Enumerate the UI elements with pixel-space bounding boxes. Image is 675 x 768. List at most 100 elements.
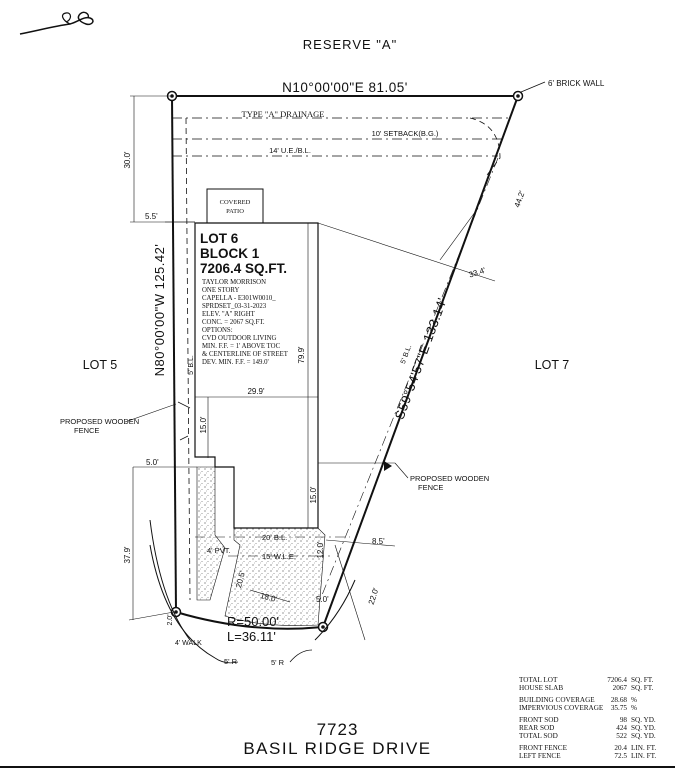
stats-label: FRONT SOD [519,716,559,725]
lot-detail-line: MIN. F.F. = 1' ABOVE TOC [202,343,281,350]
fence-right-label-2: FENCE [418,483,443,492]
dim-12-0: 12.0' [316,541,325,559]
stats-label: LEFT FENCE [519,751,561,760]
stats-unit: LIN. FT. [631,744,657,753]
stats-row: TOTAL SOD 522 SQ. YD. [519,731,669,741]
pvt-label: 4' PVT. [207,546,231,555]
property-boundary [171,95,519,630]
fence-arrow-right [384,461,392,471]
dim-15-0-left: 15.0' [199,416,208,434]
lot-detail-line: CONC. = 2067 SQ.FT. [202,319,265,326]
reserve-label: RESERVE "A" [303,37,397,52]
stats-row: TOTAL LOT 7206.4 SQ. FT. [519,676,669,685]
lot-detail-line: CVD OUTDOOR LIVING [202,335,276,342]
north-bearing-label: N10°00'00"E 81.05' [282,80,408,95]
street-number: 7723 [316,720,359,739]
stats-label: REAR SOD [519,723,555,732]
fence-left-label-1: PROPOSED WOODEN [60,417,139,426]
west-bearing-label: N80°00'00"W 125.42' [152,244,167,377]
lot-detail-line: OPTIONS: [202,327,233,334]
lot-detail-line: SPRDSET_03-31-2023 [202,303,267,310]
block-label: BLOCK 1 [200,246,260,261]
stats-value: 7206.4 [607,676,627,684]
driveway [224,527,326,626]
area-label: 7206.4 SQ.FT. [200,261,287,276]
stats-label: TOTAL LOT [519,676,558,684]
lot-details: TAYLOR MORRISON ONE STORY CAPELLA - E301… [202,279,289,366]
dim-37-9: 37.9' [123,546,132,564]
wle-label: 15' W.L.E. [262,552,296,561]
covered-patio-label-2: PATIO [226,208,244,215]
lot-7-label: LOT 7 [535,358,570,372]
drainage-label: TYPE "A" DRAINAGE [242,109,325,119]
stats-unit: SQ. YD. [631,723,656,732]
stats-value: 424 [616,723,627,732]
walk-label: 4' WALK [175,640,202,647]
fence-right-label-1: PROPOSED WOODEN [410,474,489,483]
lot-detail-line: ELEV. "A" RIGHT [202,311,256,318]
stats-unit: SQ. FT. [631,676,654,684]
dim-29-9: 29.9' [247,387,265,396]
lot-detail-line: DEV. MIN. F.F. = 149.0' [202,359,269,366]
fence-left-label-2: FENCE [74,426,99,435]
dim-2-0: 2.0' [167,614,174,625]
covered-patio-label-1: COVERED [220,199,251,206]
dim-79-9: 79.9' [297,346,306,364]
stats-label: BUILDING COVERAGE [519,696,595,705]
lot-5-label: LOT 5 [83,358,118,372]
street-name: BASIL RIDGE DRIVE [243,739,432,758]
lot-detail-line: & CENTERLINE OF STREET [202,351,289,358]
north-arrow-ornament [19,11,94,35]
brick-wall-label: 6' BRICK WALL [548,79,605,88]
stats-label: TOTAL SOD [519,731,558,740]
lot-detail-line: ONE STORY [202,287,240,294]
stats-value: 72.5 [614,751,627,760]
lot-detail-line: TAYLOR MORRISON [202,279,266,286]
lot-detail-line: CAPELLA - E301W0010_ [202,295,276,302]
stats-value: 522 [616,731,627,740]
radius-5-left: 5' R [224,657,238,666]
stats-value: 2067 [612,683,627,692]
dim-44-2: 44.2' [512,189,526,209]
stats-value: 98 [619,716,627,725]
dim-22-0: 22.0' [367,586,381,605]
dim-15-0-right: 15.0' [309,486,318,504]
stats-row: BUILDING COVERAGE 28.68% [519,697,669,705]
stats-value: 35.75 [610,703,627,712]
curve-length-label: L=36.11' [227,629,276,644]
dim-18-0: 18.0' [259,591,278,604]
stats-unit: SQ. FT. [631,683,654,692]
radius-5-right: 5' R [271,658,285,667]
bottom-border [0,766,675,768]
stats-row: HOUSE SLAB 2067 SQ. FT. [519,683,669,693]
fence-ticks-left [177,401,191,441]
stats-unit: SQ. YD. [631,731,656,740]
dim-30-0: 30.0' [123,151,132,169]
dim-5-0-left: 5.0' [146,458,159,467]
dim-8-5: 8.5' [372,537,385,546]
easement-lines [172,117,512,601]
stats-value: 28.68 [610,696,627,705]
house-footprint [194,222,319,529]
stats-row: REAR SOD 424 SQ. YD. [519,723,669,733]
corner-monuments [166,90,524,633]
dim-5-0-right: 5.0' [316,595,329,604]
stats-unit: % [631,703,637,712]
covered-patio [206,188,264,224]
stats-label: FRONT FENCE [519,744,567,753]
bl-20-label: 20' B.L. [262,533,287,542]
lot-label: LOT 6 [200,231,239,246]
street-curb-lines [149,519,356,664]
bl-5-left: 5' B.L. [188,355,195,375]
stats-row: FRONT FENCE 20.4 LIN. FT. [519,745,669,753]
stats-unit: % [631,696,637,705]
ue-bl-label: 14' U.E./B.L. [269,146,311,155]
stats-label: HOUSE SLAB [519,683,564,692]
stats-value: 20.4 [614,744,627,753]
curve-radius-label: R=50.00' [227,614,279,629]
